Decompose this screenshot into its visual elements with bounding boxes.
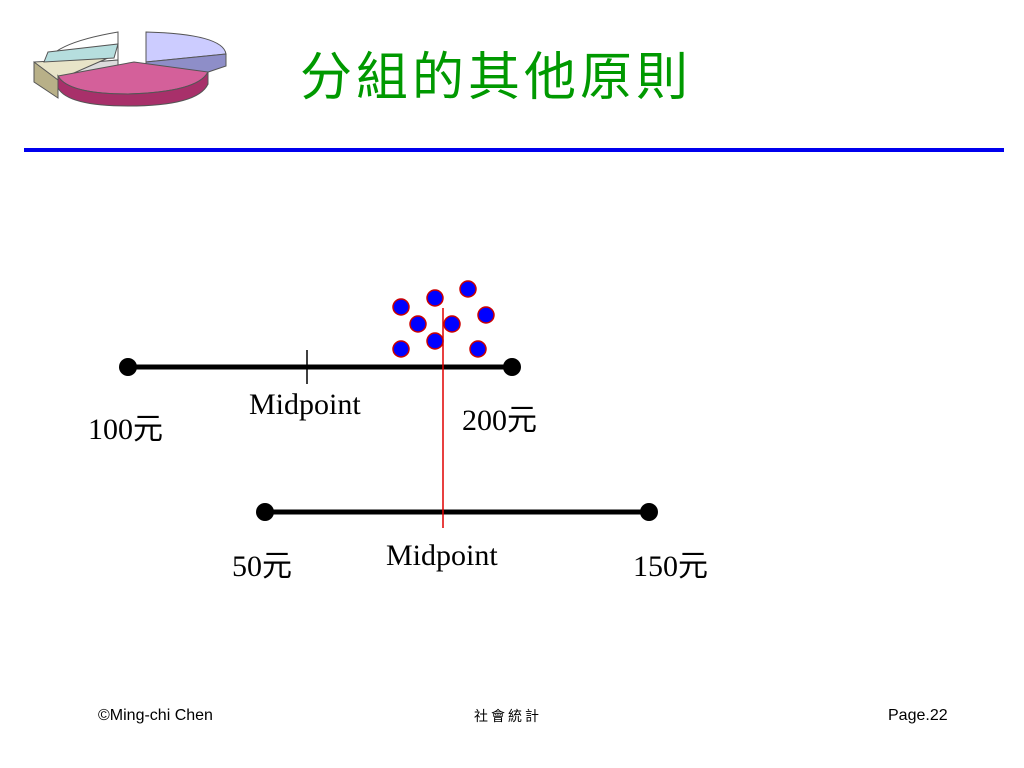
footer-page-number: Page.22	[888, 707, 948, 724]
title-divider	[24, 148, 1004, 152]
data-point	[443, 315, 461, 333]
data-point	[392, 298, 410, 316]
lower-left-label: 50元	[232, 550, 292, 583]
lower-right-endpoint	[640, 503, 658, 521]
data-point	[392, 340, 410, 358]
data-point	[409, 315, 427, 333]
upper-left-endpoint	[119, 358, 137, 376]
footer-copyright: ©Ming-chi Chen	[98, 707, 213, 724]
upper-right-endpoint	[503, 358, 521, 376]
upper-left-label: 100元	[88, 413, 163, 446]
data-point	[426, 332, 444, 350]
upper-right-label: 200元	[462, 404, 537, 437]
lower-right-label: 150元	[633, 550, 708, 583]
upper-midpoint-label: Midpoint	[249, 388, 361, 421]
data-point	[426, 289, 444, 307]
data-point	[477, 306, 495, 324]
lower-midpoint-label: Midpoint	[386, 539, 498, 572]
footer-course: 社會統計	[474, 709, 542, 725]
data-point	[469, 340, 487, 358]
slide-title: 分組的其他原則	[300, 48, 693, 108]
pie-chart-logo-icon	[33, 31, 227, 107]
data-point	[459, 280, 477, 298]
data-points-cluster	[392, 280, 495, 358]
lower-left-endpoint	[256, 503, 274, 521]
